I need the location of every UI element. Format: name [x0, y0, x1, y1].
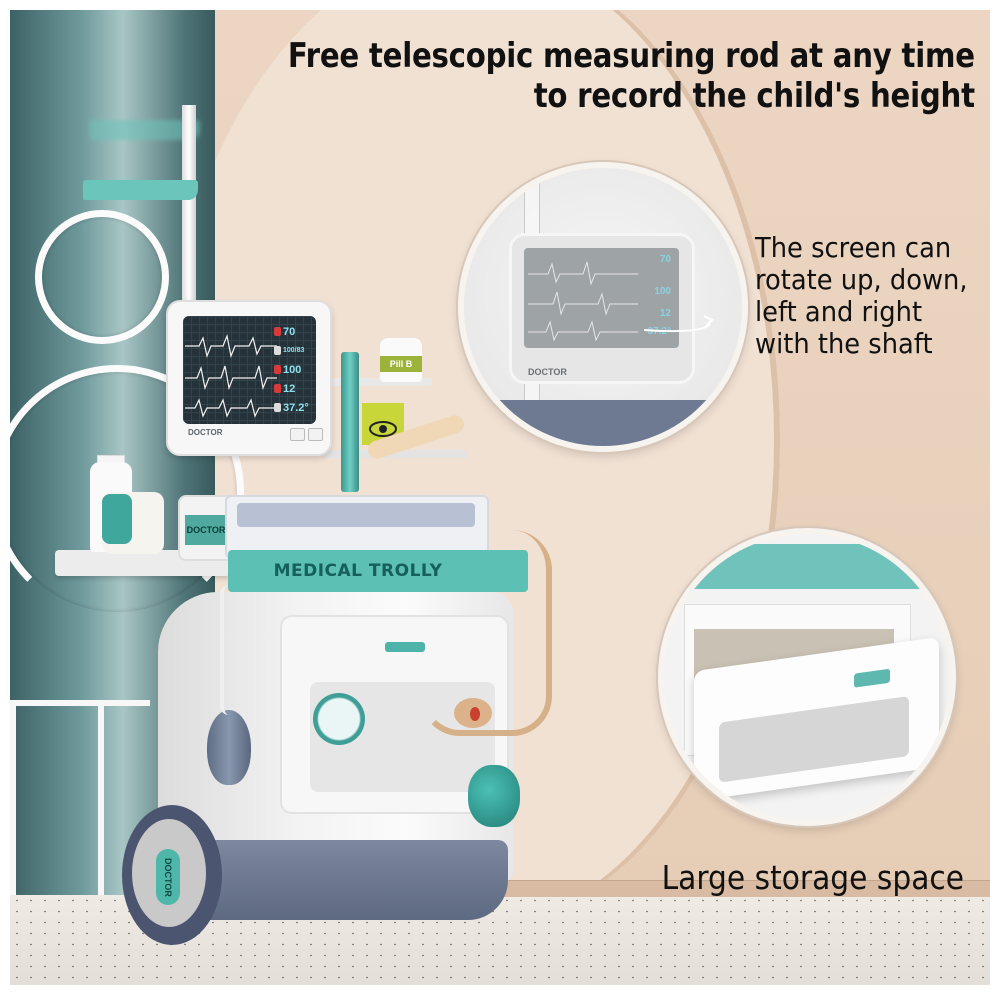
vital-spo2: 100 — [274, 360, 312, 379]
vitals-panel: 70 100/83 100 12 37.2° — [274, 322, 312, 417]
eye-icon — [369, 421, 397, 437]
rotate-arrow-icon — [643, 315, 714, 333]
vital-heart-rate: 70 — [274, 322, 312, 341]
product-image: Free telescopic measuring rod at any tim… — [10, 10, 990, 985]
decorative-ring — [35, 210, 169, 344]
monitor-button — [308, 428, 323, 441]
thermometer-icon — [274, 403, 281, 412]
ecg-waveform-icon — [528, 261, 638, 342]
pressure-bulb — [207, 710, 251, 785]
headline-line: with the shaft — [755, 327, 933, 360]
stethoscope-button — [470, 707, 480, 721]
vital-value: 37.2° — [283, 401, 309, 414]
drawer-teal-rim — [664, 544, 950, 589]
doctor-card-label: DOCTOR — [185, 515, 227, 545]
window-rail — [10, 700, 16, 910]
callout-rotating-monitor: 70 100 12 37.2° DOCTOR — [458, 162, 748, 452]
vital-value: 100/83 — [283, 347, 305, 354]
tube-icon — [274, 365, 281, 374]
infusion-pump — [102, 492, 164, 554]
window-rail — [98, 700, 104, 910]
headline-rotating-screen: The screen can rotate up, down, left and… — [755, 232, 968, 360]
vital-resp: 12 — [659, 308, 671, 319]
wheel: DOCTOR — [122, 805, 222, 945]
decorative-arch — [10, 365, 244, 619]
pill-label: Pill B — [380, 356, 422, 372]
trolley-band-label: MEDICAL TROLLY — [273, 561, 443, 581]
lungs-icon — [274, 384, 281, 393]
vital-value: 100 — [283, 363, 302, 376]
headline-line: to record the child's height — [533, 76, 975, 116]
vitals-monitor: 70 100/83 100 12 37.2° DOCTOR — [166, 300, 332, 456]
stethoscope-chestpiece — [468, 765, 520, 827]
measuring-arm — [83, 180, 198, 200]
trolley-base — [188, 840, 508, 920]
teal-tube — [341, 352, 359, 492]
wheel-hub: DOCTOR — [132, 819, 206, 927]
vital-blood-pressure: 100/83 — [274, 341, 312, 360]
headline-line: left and right — [755, 295, 923, 328]
monitor-label: DOCTOR — [188, 428, 223, 437]
headline-storage: Large storage space — [661, 858, 964, 897]
door-window — [719, 696, 909, 783]
baseboard — [490, 880, 990, 897]
headline-line: Free telescopic measuring rod at any tim… — [288, 36, 975, 76]
thermometer-icon — [274, 346, 281, 355]
vital-temperature: 37.2° — [274, 398, 312, 417]
trolley-band: MEDICAL TROLLY — [228, 550, 528, 592]
blood-pressure-gauge — [313, 693, 365, 745]
heart-icon — [274, 327, 281, 336]
door-handle — [854, 668, 890, 688]
monitor-button — [290, 428, 305, 441]
bulb-tube — [220, 585, 238, 715]
window-rail — [10, 700, 150, 706]
headline-measuring-rod: Free telescopic measuring rod at any tim… — [288, 36, 975, 116]
lower-shelf — [322, 450, 467, 458]
headline-line: The screen can — [755, 231, 952, 264]
pump-teal-cover — [102, 494, 132, 544]
vital-spo2: 100 — [654, 286, 671, 297]
upper-shelf — [322, 378, 432, 386]
front-handle — [385, 642, 425, 652]
vital-respiration: 12 — [274, 379, 312, 398]
ecg-waveform-icon — [185, 333, 277, 418]
tool-tray — [225, 495, 489, 559]
vital-value: 70 — [283, 325, 296, 338]
measuring-arm-motion — [90, 120, 200, 140]
monitor-label: DOCTOR — [528, 367, 567, 377]
trolley-top-ghost — [464, 400, 742, 446]
stethoscope — [420, 530, 552, 736]
pill-jar: Pill B — [380, 338, 422, 382]
headline-line: rotate up, down, — [755, 263, 968, 296]
wheel-label: DOCTOR — [156, 849, 180, 905]
callout-storage-drawer — [658, 528, 956, 826]
vital-heart-rate: 70 — [659, 254, 671, 265]
tray-compartment — [237, 503, 475, 527]
monitor-screen: 70 100/83 100 12 37.2° — [183, 316, 316, 424]
monitor-grid — [183, 316, 316, 424]
vital-value: 12 — [283, 382, 296, 395]
